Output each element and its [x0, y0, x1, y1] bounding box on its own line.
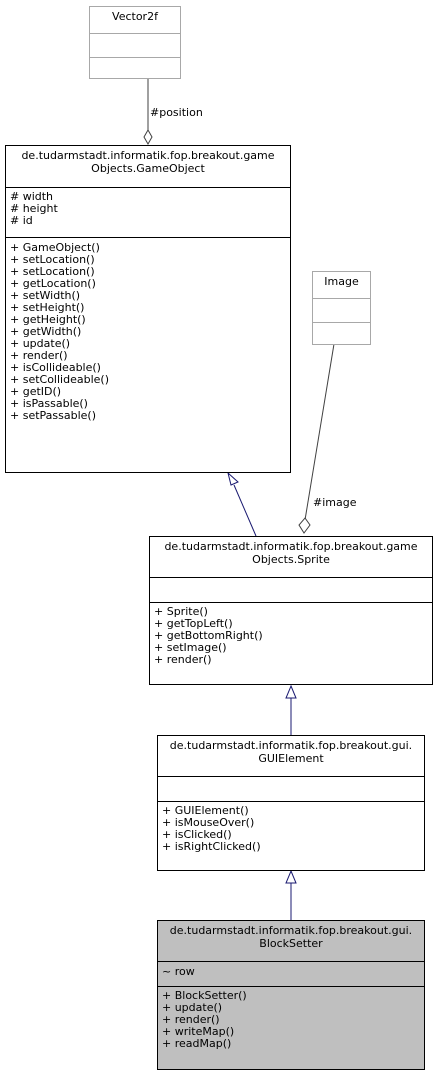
- method: + setLocation(): [10, 265, 95, 278]
- method: + render(): [10, 349, 68, 362]
- attributes-section: [150, 577, 432, 602]
- methods-section: [313, 322, 370, 344]
- image-role-label: #image: [313, 496, 357, 509]
- method: + setImage(): [154, 641, 227, 654]
- method: + readMap(): [162, 1037, 232, 1050]
- class-name: de.tudarmstadt.informatik.fop.breakout.g…: [164, 540, 418, 566]
- method: + getBottomRight(): [154, 629, 263, 642]
- method: + setWidth(): [10, 289, 81, 302]
- methods-section: + GUIElement() + isMouseOver() + isClick…: [158, 801, 424, 854]
- position-aggregation-diamond: [143, 128, 153, 146]
- method: + render(): [154, 653, 212, 666]
- method: + setPassable(): [10, 409, 96, 422]
- method: + isMouseOver(): [162, 816, 255, 829]
- sprite-inherits-gameobject-line: [233, 484, 257, 537]
- method: + update(): [10, 337, 71, 350]
- method: + BlockSetter(): [162, 989, 247, 1002]
- class-name: Vector2f: [112, 10, 158, 23]
- method: + isPassable(): [10, 397, 88, 410]
- image-association-line: [304, 343, 335, 521]
- attributes-section: [158, 776, 424, 801]
- attribute: # height: [10, 202, 58, 215]
- class-image[interactable]: Image: [312, 271, 371, 345]
- class-gameobject[interactable]: de.tudarmstadt.informatik.fop.breakout.g…: [5, 145, 291, 473]
- method: + setHeight(): [10, 301, 85, 314]
- methods-section: [90, 57, 180, 79]
- blocksetter-inherits-guielement-arrow: [285, 869, 297, 884]
- method: + writeMap(): [162, 1025, 235, 1038]
- class-sprite[interactable]: de.tudarmstadt.informatik.fop.breakout.g…: [149, 536, 433, 685]
- method: + update(): [162, 1001, 223, 1014]
- sprite-inherits-gameobject-arrow: [227, 471, 239, 486]
- attributes-section: ~ row: [158, 961, 424, 986]
- attributes-section: # width # height # id: [6, 187, 290, 237]
- attribute: ~ row: [162, 965, 195, 978]
- methods-section: + GameObject() + setLocation() + setLoca…: [6, 237, 290, 423]
- class-vector2f[interactable]: Vector2f: [89, 6, 181, 79]
- attributes-section: [90, 33, 180, 57]
- method: + GameObject(): [10, 241, 100, 254]
- methods-section: + BlockSetter() + update() + render() + …: [158, 986, 424, 1051]
- class-name: de.tudarmstadt.informatik.fop.breakout.g…: [169, 739, 413, 765]
- method: + isCollideable(): [10, 361, 101, 374]
- attribute: # width: [10, 190, 54, 203]
- class-name: de.tudarmstadt.informatik.fop.breakout.g…: [169, 924, 413, 950]
- guielement-inherits-sprite-arrow: [285, 684, 297, 699]
- method: + getWidth(): [10, 325, 82, 338]
- class-guielement[interactable]: de.tudarmstadt.informatik.fop.breakout.g…: [157, 735, 425, 871]
- method: + getID(): [10, 385, 62, 398]
- class-blocksetter[interactable]: de.tudarmstadt.informatik.fop.breakout.g…: [157, 920, 425, 1070]
- attribute: # id: [10, 214, 33, 227]
- method: + render(): [162, 1013, 220, 1026]
- method: + getHeight(): [10, 313, 86, 326]
- attributes-section: [313, 298, 370, 322]
- method: + getLocation(): [10, 277, 96, 290]
- position-role-label: #position: [150, 106, 203, 119]
- method: + GUIElement(): [162, 804, 249, 817]
- method: + setLocation(): [10, 253, 95, 266]
- class-name: de.tudarmstadt.informatik.fop.breakout.g…: [21, 149, 275, 175]
- method: + getTopLeft(): [154, 617, 233, 630]
- method: + setCollideable(): [10, 373, 109, 386]
- method: + isRightClicked(): [162, 840, 261, 853]
- methods-section: + Sprite() + getTopLeft() + getBottomRig…: [150, 602, 432, 667]
- method: + isClicked(): [162, 828, 232, 841]
- class-name: Image: [324, 275, 359, 288]
- method: + Sprite(): [154, 605, 208, 618]
- image-aggregation-diamond: [298, 517, 311, 534]
